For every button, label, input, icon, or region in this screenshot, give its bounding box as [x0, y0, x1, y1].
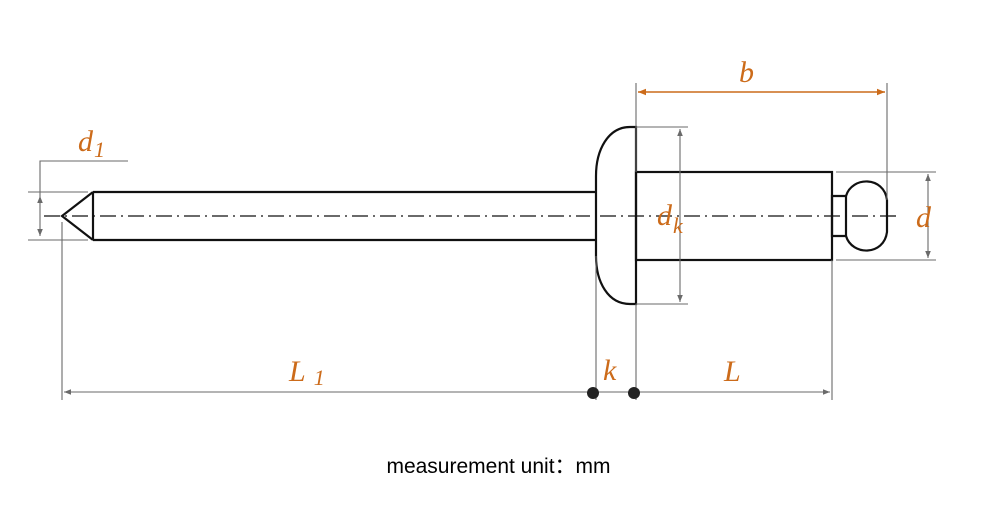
label-dk: dk — [657, 199, 684, 238]
k-dot-right — [628, 387, 640, 399]
label-k: k — [603, 354, 617, 387]
label-L: L — [723, 355, 741, 388]
measurement-unit-caption: measurement unit：mm — [386, 455, 611, 478]
label-b: b — [739, 56, 754, 89]
mandrel-tip — [60, 191, 94, 241]
label-d1: d1 — [78, 125, 105, 162]
mandrel-head — [830, 180, 889, 252]
k-dot-left — [587, 387, 599, 399]
dimension-lines — [28, 83, 936, 400]
label-d: d — [916, 201, 932, 234]
